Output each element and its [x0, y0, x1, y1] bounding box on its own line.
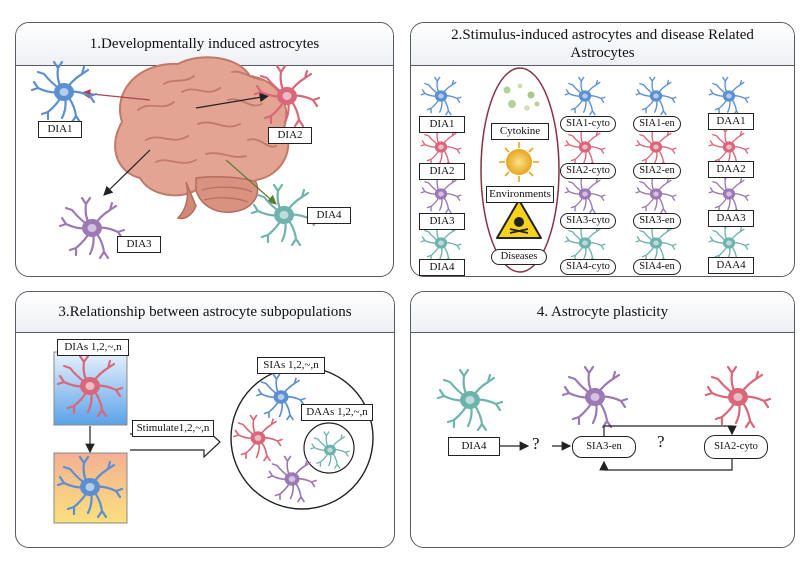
label-sia1-en: SIA1-en	[633, 116, 681, 132]
label-stimulate: Stimulate1,2,~,n	[132, 420, 214, 437]
p2-dia2-icon	[420, 127, 462, 167]
label-sia2-cyto: SIA2-cyto	[560, 163, 616, 179]
toxic-hazard-icon	[496, 199, 542, 239]
p2-dia1-icon	[420, 76, 462, 116]
label-dia1: DIA1	[38, 121, 82, 138]
label-daa2: DAA2	[708, 161, 754, 178]
sia4-en-icon	[635, 223, 677, 263]
label-cytokine: Cytokine	[491, 123, 549, 140]
p2-label-dia3: DIA3	[419, 213, 465, 230]
label-dia4: DIA4	[307, 207, 351, 224]
daas-teal-astrocyte-icon	[310, 431, 350, 469]
label-sias: SIAs 1,2,~,n	[257, 357, 325, 374]
p4-label-dia4: DIA4	[448, 437, 500, 456]
arrow-sia3-to-sia2	[603, 425, 737, 437]
arrow-sia2-to-sia3	[599, 458, 733, 471]
sias-pink-astrocyte-icon	[233, 414, 283, 462]
p4-label-sia3-en: SIA3-en	[572, 436, 636, 458]
panel-plasticity: 4. Astrocyte plasticity	[410, 291, 795, 548]
label-sia3-cyto: SIA3-cyto	[560, 213, 616, 229]
sia1-cyto-icon	[564, 76, 606, 116]
daa3-icon	[708, 174, 750, 214]
question-mark-2: ?	[657, 432, 665, 451]
daas-circle	[303, 422, 355, 474]
arrow-to-dia3	[103, 149, 151, 196]
sias-blue-astrocyte-icon	[256, 373, 306, 421]
cytokine-icon	[503, 83, 540, 111]
sia2-cyto-icon	[564, 127, 606, 167]
sun-environment-icon	[499, 142, 539, 182]
sia3-cyto-icon	[564, 174, 606, 214]
astrocyte-dia1-icon	[30, 60, 98, 124]
brain-illustration	[114, 56, 290, 220]
p4-dia4-astrocyte-icon	[436, 368, 504, 432]
label-diseases: Diseases	[491, 249, 547, 265]
label-daa3: DAA3	[708, 210, 754, 227]
arrow-to-dia4	[225, 159, 277, 205]
sia1-en-icon	[635, 76, 677, 116]
stimuli-ellipse	[480, 67, 560, 273]
question-mark-1: ?	[532, 434, 540, 453]
panel-4-title: 4. Astrocyte plasticity	[411, 292, 794, 333]
label-daas: DAAs 1,2,~,n	[301, 404, 373, 421]
label-environments: Environments	[486, 186, 554, 203]
p2-label-dia2: DIA2	[419, 163, 465, 180]
panel-2-title: 2.Stimulus-induced astrocytes and diseas…	[411, 23, 794, 66]
label-sia3-en: SIA3-en	[633, 213, 681, 229]
sia4-cyto-icon	[564, 223, 606, 263]
label-sia4-en: SIA4-en	[633, 259, 681, 275]
label-dia3: DIA3	[117, 236, 161, 253]
p4-label-sia2-cyto: SIA2-cyto	[704, 435, 768, 459]
label-sia4-cyto: SIA4-cyto	[560, 259, 616, 275]
label-dia2: DIA2	[268, 127, 312, 144]
p2-label-dia4: DIA4	[419, 259, 465, 276]
astrocyte-dia3-icon	[58, 196, 126, 260]
sias-purple-astrocyte-icon	[267, 455, 317, 503]
arrow-to-dia2	[195, 92, 270, 109]
p2-dia3-icon	[420, 174, 462, 214]
p4-sia2-astrocyte-icon	[704, 365, 772, 429]
sia3-en-icon	[635, 174, 677, 214]
panel-3-title: 3.Relationship between astrocyte subpopu…	[16, 292, 394, 333]
label-sia1-cyto: SIA1-cyto	[560, 116, 616, 132]
label-daa4: DAA4	[708, 257, 754, 274]
label-sia2-en: SIA2-en	[633, 163, 681, 179]
daa1-icon	[708, 76, 750, 116]
sia2-en-icon	[635, 127, 677, 167]
label-dias: DIAs 1,2,~,n	[57, 339, 129, 356]
p4-sia3-astrocyte-icon	[561, 365, 629, 429]
label-daa1: DAA1	[708, 113, 754, 130]
p2-label-dia1: DIA1	[419, 116, 465, 133]
